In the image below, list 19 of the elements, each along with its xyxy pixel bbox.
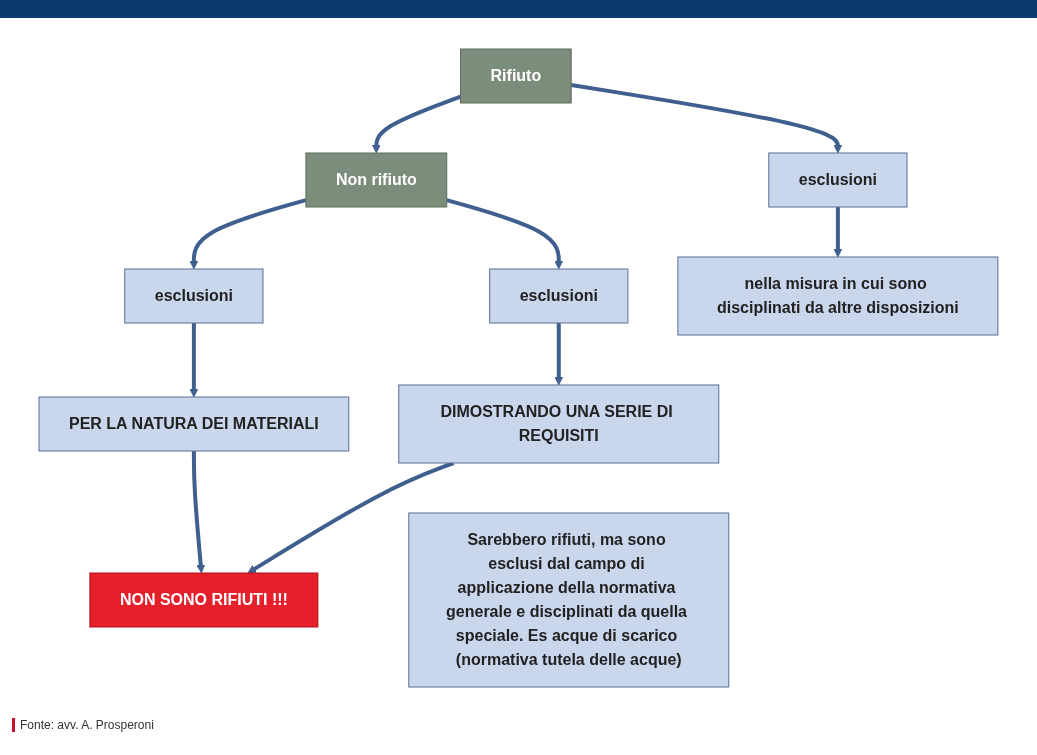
node-box: Rifiuto	[460, 48, 572, 104]
arrow	[554, 323, 564, 386]
arrow	[833, 207, 843, 258]
node-box: Non rifiuto	[305, 152, 448, 208]
source-note: Fonte: avv. A. Prosperoni	[12, 718, 154, 732]
node-box: NON SONO RIFIUTI !!!	[89, 572, 319, 628]
arrow	[191, 451, 206, 574]
node-box: esclusioni	[768, 152, 908, 208]
arrow	[570, 82, 843, 154]
arrow	[371, 94, 462, 154]
node-box: esclusioni	[489, 268, 629, 324]
arrow	[446, 198, 564, 270]
node-box: nella misura in cui sono disciplinati da altre disposizioni	[677, 256, 999, 336]
arrow	[189, 198, 307, 270]
node-box: DIMOSTRANDO UNA SERIE DI REQUISITI	[398, 384, 720, 464]
arrow	[189, 323, 199, 398]
node-box: Sarebbero rifiuti, ma sono esclusi dal campo di applicazione della normativa generale e disciplinati da quella speciale. Es acque di scarico (normativa tutela delle acque)	[408, 512, 730, 688]
node-box: PER LA NATURA DEI MATERIALI	[38, 396, 350, 452]
node-box: esclusioni	[124, 268, 264, 324]
